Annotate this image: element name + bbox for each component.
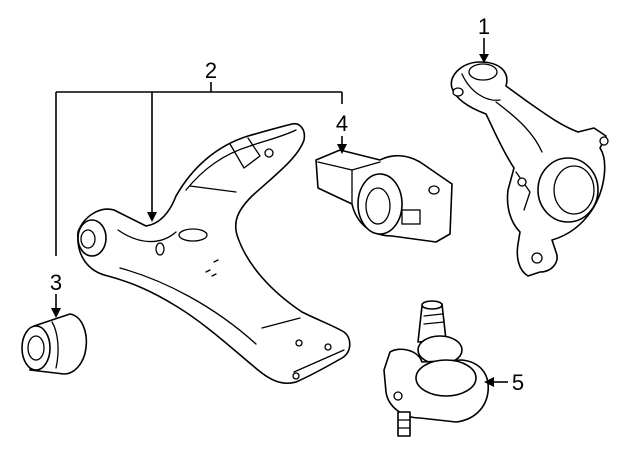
arm-lower-flange (119, 267, 257, 345)
arrow-5 (484, 377, 494, 387)
callout-3: 3 (50, 270, 62, 295)
knuckle-tab-hole (599, 136, 609, 146)
arm-bolt-hole-4 (324, 343, 332, 351)
knuckle-arm-edge (461, 73, 501, 101)
rear-bushing-hole (428, 185, 440, 195)
arm-bolt-hole-2 (264, 148, 274, 158)
ball-joint-threads (423, 313, 445, 325)
bushing-front-bore (27, 335, 45, 361)
arrow-1 (479, 54, 489, 63)
callout-1: 1 (478, 14, 490, 39)
knuckle-top-boss (468, 63, 498, 81)
ball-joint-boot (415, 359, 477, 397)
arm-front-eye-bore (80, 229, 96, 249)
arm-front-flange (117, 229, 177, 243)
arm-body (77, 122, 351, 385)
arm-top-flange (185, 129, 297, 191)
knuckle-side-hole (517, 177, 527, 187)
arm-rear-flange (293, 349, 345, 373)
rear-bushing (315, 149, 453, 243)
knuckle-hub-bore (553, 165, 595, 215)
callout-2: 2 (205, 58, 217, 83)
arm-lower-rib (261, 317, 301, 329)
arrow-2-arm (147, 212, 157, 222)
rear-bushing-top-edge (351, 161, 381, 171)
rear-bushing-bore (365, 187, 391, 225)
bushing-front-groove (51, 321, 59, 369)
knuckle-mid-edge (495, 101, 543, 153)
knuckle-upper-hole (452, 87, 464, 97)
arm-bolt-hole-1 (155, 242, 165, 256)
callout-5: 5 (512, 370, 524, 395)
leaders (51, 38, 508, 387)
arrow-3 (51, 308, 61, 318)
arm-center-hole (178, 228, 208, 242)
callout-labels: 1 2 3 4 5 (50, 14, 524, 395)
steering-knuckle (450, 61, 609, 277)
arm-stamp-marks (205, 259, 219, 277)
ball-joint-bolt (397, 411, 411, 437)
arm-bolt-hole-3 (295, 339, 303, 347)
knuckle-bottom-hole (531, 252, 543, 264)
arm-rib (189, 185, 237, 193)
ball-joint-flange-hole (393, 391, 403, 401)
lower-control-arm (77, 122, 351, 385)
arrow-4 (337, 144, 347, 154)
ball-joint-bolt-threads (397, 419, 411, 429)
arm-bolt-hole-5 (292, 372, 300, 380)
callout-4: 4 (336, 111, 348, 136)
rear-bushing-window (401, 209, 421, 225)
ball-joint-stud-tip (421, 300, 443, 310)
arm-pad (229, 137, 261, 169)
front-bushing (21, 313, 88, 375)
ball-joint (383, 300, 489, 437)
